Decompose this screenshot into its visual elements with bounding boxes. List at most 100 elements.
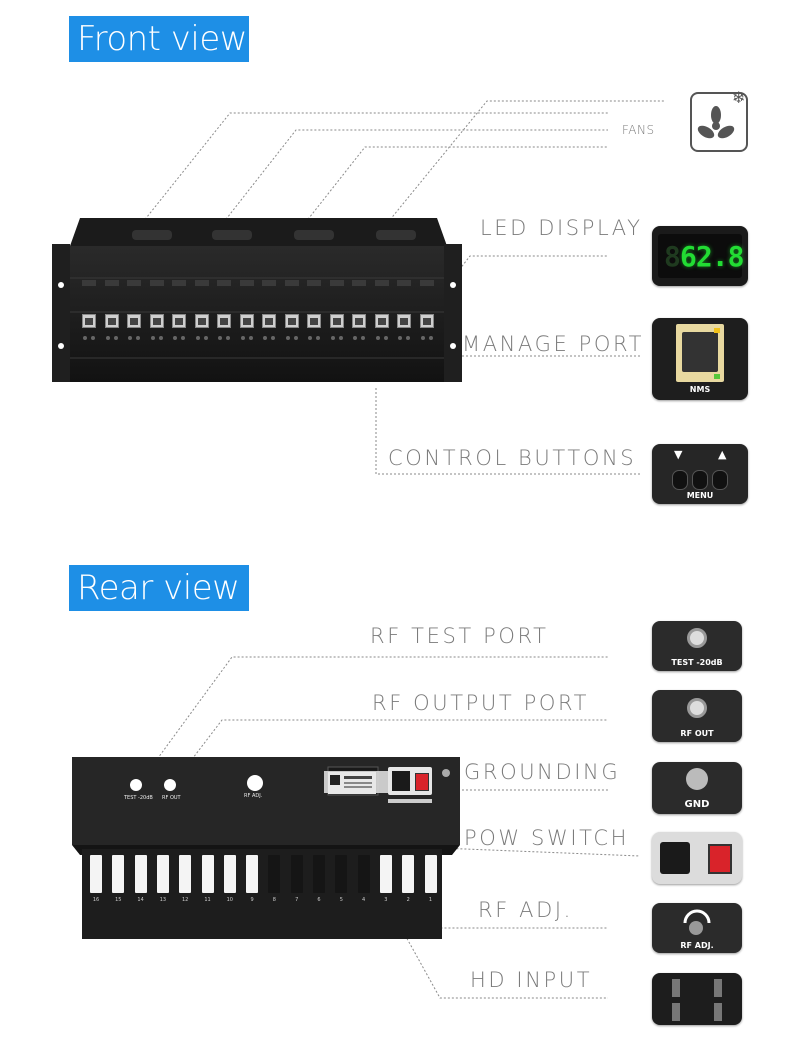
fan-thumbnail: ❄: [690, 90, 748, 152]
module-slot: [80, 278, 98, 356]
module-slot: [103, 278, 121, 356]
gnd-caption: GND: [684, 799, 710, 810]
module-slot: [418, 278, 436, 356]
power-socket-icon: [392, 771, 410, 791]
led-value: 62.8: [680, 240, 744, 273]
power-switch-icon: [415, 773, 429, 791]
module-slot: [305, 278, 323, 356]
module-slot: [350, 278, 368, 356]
fan-icon: [697, 106, 735, 139]
slot-number: 4: [362, 897, 366, 903]
rear-slot: [156, 855, 169, 893]
rear-slot: [246, 855, 259, 893]
fans-label: FANS: [622, 123, 655, 137]
led-display-thumbnail: 62.8 8: [652, 226, 748, 286]
rf-adj-thumbnail: RF ADJ.: [652, 903, 742, 953]
slot-number: 7: [295, 897, 299, 903]
rear-slot: [313, 855, 325, 893]
manage-port-label: MANAGE PORT: [462, 332, 645, 356]
rf-adj-knob: [247, 775, 263, 791]
rear-slots: 16 15 14 13 12 11 10 9 8 7 6 5 4 3 2 1: [88, 853, 446, 939]
rear-slot: [290, 855, 303, 893]
rf-out-thumbnail: RF OUT: [652, 690, 742, 742]
rj45-port-icon: [676, 324, 724, 382]
slot-number: 14: [137, 897, 144, 903]
module-slot: [238, 278, 256, 356]
rf-test-port-label: RF TEST PORT: [370, 624, 549, 648]
rear-slot: [223, 855, 236, 893]
slot-number: 8: [272, 897, 276, 903]
hd-input-label: HD INPUT: [470, 968, 593, 992]
slot-number: 6: [317, 897, 321, 903]
f-connector-icon: [687, 628, 707, 648]
control-buttons-thumbnail: ▼ ▲ MENU: [652, 444, 748, 504]
gnd-thumbnail: GND: [652, 762, 742, 814]
slot-number: 13: [159, 897, 167, 903]
module-slot: [215, 278, 233, 356]
rear-slot: [268, 855, 281, 893]
rear-slot: [335, 855, 348, 893]
module-slot: [193, 278, 211, 356]
front-view-title: Front view: [69, 16, 249, 62]
menu-caption: MENU: [686, 491, 714, 500]
rear-slot: [179, 855, 192, 893]
rear-slot: [357, 855, 370, 893]
slot-number: 2: [406, 897, 410, 903]
rear-slot: [134, 855, 147, 893]
slot-number: 15: [115, 897, 122, 903]
grounding-label: GROUNDING: [464, 760, 621, 784]
nms-caption: NMS: [689, 385, 711, 394]
arrow-up-icon: ▲: [718, 448, 727, 461]
slot-number: 3: [384, 897, 388, 903]
module-slot: [283, 278, 301, 356]
led-display-label: LED DISPLAY: [480, 216, 643, 240]
slot-number: 5: [339, 897, 343, 903]
rf-test-port: [130, 779, 142, 791]
slot-number: 9: [250, 897, 254, 903]
test-caption: TEST -20dB: [671, 658, 723, 667]
control-buttons-label: CONTROL BUTTONS: [388, 446, 637, 470]
rf-output-port-label: RF OUTPUT PORT: [372, 691, 590, 715]
hd-input-thumbnail: [652, 973, 742, 1025]
snowflake-icon: ❄: [732, 90, 746, 107]
slot-number: 11: [204, 897, 211, 903]
rear-view-title: Rear view: [69, 565, 249, 611]
caution-sticker: [328, 772, 376, 794]
slot-number: 16: [92, 897, 100, 903]
power-socket-icon: [660, 842, 690, 874]
slot-number: 10: [226, 897, 233, 903]
rear-slot: [90, 855, 102, 893]
rear-slot: [424, 855, 437, 893]
f-connector-icon: [687, 698, 707, 718]
led-dim-digit: 8: [664, 240, 681, 273]
slot-number: 12: [182, 897, 189, 903]
panel-test-label: TEST -20dB: [124, 795, 153, 801]
ground-screw: [442, 769, 450, 777]
rear-slot: [112, 855, 125, 893]
slot-number: 1: [428, 897, 433, 903]
power-switch-icon: [708, 844, 732, 874]
rf-out-caption: RF OUT: [680, 729, 714, 738]
panel-rfout-label: RF OUT: [162, 795, 181, 801]
rear-slot: [201, 855, 214, 893]
knob-icon: [689, 921, 703, 935]
module-slot: [170, 278, 188, 356]
module-slot: [125, 278, 143, 356]
arc-arrow-icon: [683, 909, 711, 924]
rear-slot: [402, 855, 415, 893]
rf-adj-caption: RF ADJ.: [680, 941, 714, 950]
arrow-down-icon: ▼: [674, 448, 683, 461]
module-slots: [74, 278, 440, 358]
pow-switch-thumbnail: [652, 832, 742, 884]
module-slot: [148, 278, 166, 356]
power-block: [388, 767, 432, 795]
rf-out-port: [164, 779, 176, 791]
module-slot: [328, 278, 346, 356]
pow-switch-label: POW SWITCH: [464, 826, 629, 850]
module-slot: [395, 278, 413, 356]
panel-rfadj-label: RF ADJ.: [244, 793, 263, 799]
front-device: [52, 218, 462, 388]
rear-slot: [379, 855, 392, 893]
module-slot: [260, 278, 278, 356]
